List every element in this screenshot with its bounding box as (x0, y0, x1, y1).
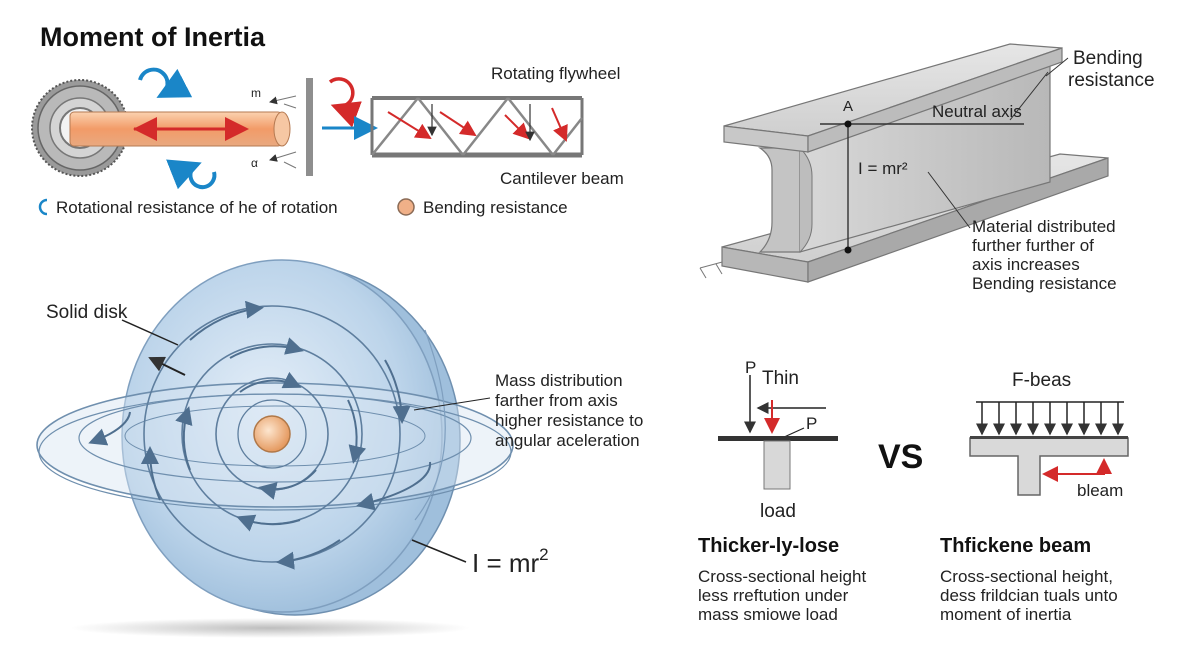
mass-note-line2: farther from axis (495, 391, 618, 410)
disk-formula: I = mr2 (472, 545, 549, 578)
thin-p2-label: P (806, 414, 817, 433)
right-comparison-line3: moment of inertia (940, 605, 1072, 624)
bending-legend-icon (397, 198, 415, 216)
solid-disk-label: Solid disk (46, 302, 128, 323)
i-beam (699, 43, 1109, 283)
page-title: Moment of Inertia (40, 22, 266, 52)
label-alpha: α (251, 156, 258, 170)
ibeam-formula: I = mr² (858, 159, 908, 178)
right-comparison-line2: dess frildcian tuals unto (940, 586, 1118, 605)
right-comparison-line1: Cross-sectional height, (940, 567, 1113, 586)
disk-formula-main: I = mr (472, 548, 540, 578)
ibeam-note-line3: axis increases (972, 255, 1080, 274)
left-comparison-line2: less rreftution under (698, 586, 849, 605)
rotation-arrow-top-icon (138, 67, 193, 98)
right-comparison-heading: Thfickene beam (940, 535, 1091, 557)
mass-note-line3: higher resistance to (495, 411, 643, 430)
ibeam-note-line1: Material distributed (972, 217, 1116, 236)
fbeam-label: F-beas (1012, 370, 1071, 391)
label-m: m (251, 86, 261, 100)
disk-formula-exponent: 2 (539, 545, 548, 564)
thin-p-label: P (745, 358, 756, 377)
load-label: load (760, 501, 796, 522)
mass-note-line1: Mass distribution (495, 371, 623, 390)
neutral-axis-label: Neutral axis (932, 102, 1022, 121)
left-comparison-heading: Thicker-ly-lose (698, 535, 839, 557)
legend-bending-text: Bending resistance (423, 198, 568, 217)
left-comparison-line3: mass smiowe load (698, 605, 838, 624)
ibeam-note-line4: Bending resistance (972, 274, 1117, 293)
rotation-arrows (88, 300, 432, 570)
cantilever-truss (370, 96, 584, 158)
rotation-arrow-bottom-icon (166, 159, 217, 190)
thin-label: Thin (762, 368, 799, 389)
cantilever-label: Cantilever beam (500, 169, 624, 188)
disk-hub (253, 415, 291, 453)
rotating-rod (69, 111, 291, 147)
vs-label: VS (878, 438, 923, 476)
bending-resistance-line2: resistance (1068, 70, 1155, 91)
bleam-label: bleam (1077, 481, 1123, 500)
left-comparison-line1: Cross-sectional height (698, 567, 866, 586)
flywheel-assembly: m α (31, 67, 378, 190)
t-beam-diagram (969, 401, 1129, 496)
thin-beam-diagram (718, 375, 838, 490)
bending-resistance-line1: Bending (1073, 48, 1143, 69)
mass-note-line4: angular aceleration (495, 431, 640, 450)
legend-bending: Bending resistance (397, 198, 568, 217)
legend-rotational-text: Rotational resistance of he of rotation (56, 198, 338, 217)
flywheel-label: Rotating flywheel (491, 64, 620, 83)
solid-disk (36, 259, 514, 638)
red-rotation-icon (328, 77, 362, 128)
label-a: A (843, 98, 853, 115)
fixed-wall (306, 78, 313, 176)
rotation-legend-icon (38, 198, 48, 216)
ibeam-note-line2: further further of (972, 236, 1094, 255)
legend-rotational: Rotational resistance of he of rotation (38, 198, 338, 217)
